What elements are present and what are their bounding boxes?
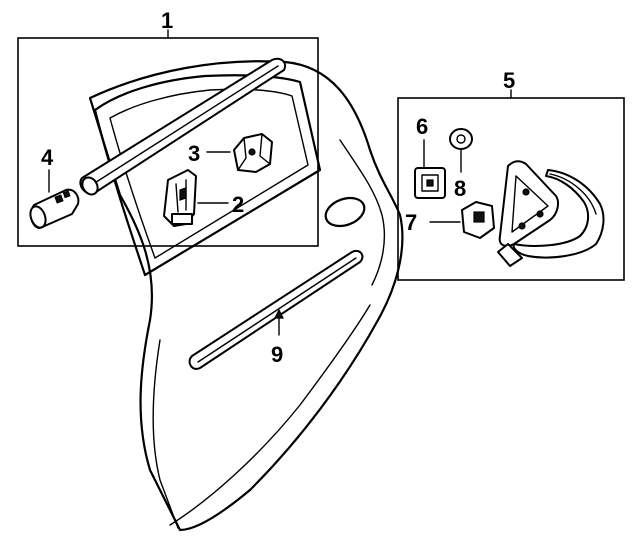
clip-part-3 (233, 133, 273, 173)
bracket-part-2 (163, 169, 197, 227)
callout-4: 4 (41, 145, 54, 170)
body-side-moulding-part-9 (188, 250, 364, 370)
belt-weatherstrip (79, 57, 286, 196)
callout-arrow-9 (274, 308, 284, 319)
glass-run-channel (497, 243, 523, 267)
callout-6: 6 (416, 114, 428, 139)
quarter-glass (498, 160, 559, 247)
quarter-glass-seal (512, 169, 605, 259)
callout-8: 8 (454, 176, 466, 201)
cap-part-7 (461, 201, 495, 239)
washer-part-8 (449, 128, 473, 150)
callout-3: 3 (188, 141, 200, 166)
callout-9: 9 (271, 342, 283, 367)
door-panel (88, 60, 404, 532)
callout-7: 7 (405, 210, 417, 235)
end-cap-part-4 (29, 188, 80, 229)
callout-2: 2 (232, 192, 244, 217)
callout-1: 1 (161, 8, 173, 33)
callout-5: 5 (503, 68, 515, 93)
grommet-part-6 (414, 167, 446, 199)
